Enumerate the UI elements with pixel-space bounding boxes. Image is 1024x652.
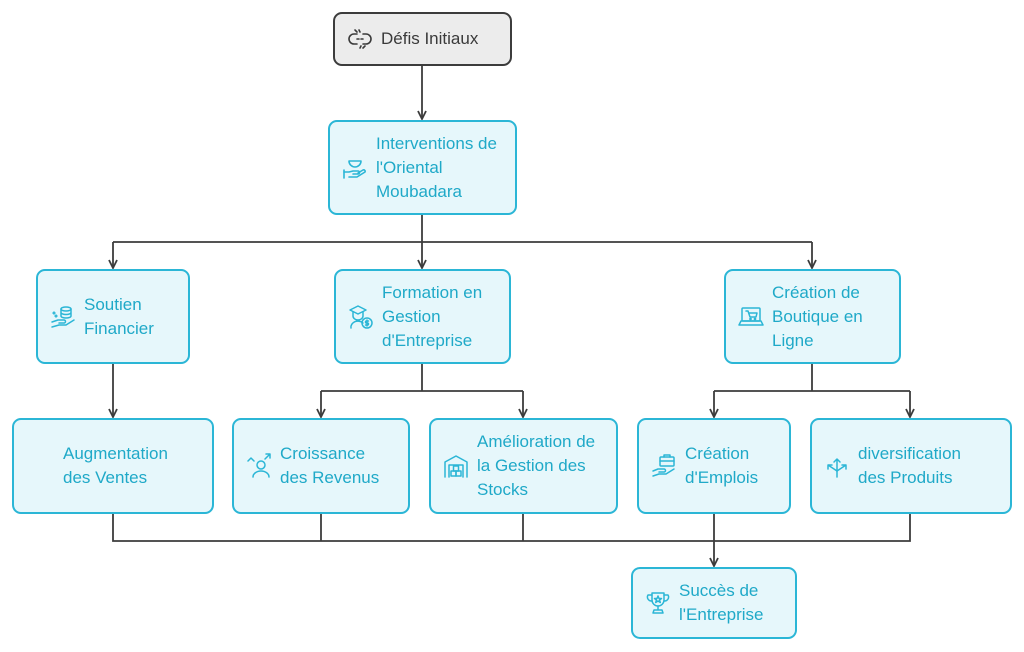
edge-merge-bar: [112, 514, 911, 542]
node-label: Croissance des Revenus: [280, 444, 380, 487]
node-amelioration-stocks[interactable]: Amélioration de la Gestion des Stocks: [429, 418, 618, 514]
coins-hand-icon: [51, 305, 75, 328]
diverging-arrows-icon: [827, 458, 847, 478]
node-diversification-produits[interactable]: diversification des Produits: [810, 418, 1012, 514]
node-label: Formation en Gestion d'Entreprise: [382, 282, 483, 350]
broken-link-icon: [348, 29, 372, 49]
node-soutien-financier[interactable]: Soutien Financier: [36, 269, 190, 364]
hand-briefcase-icon: [652, 454, 675, 477]
node-formation-gestion[interactable]: Formation en Gestion d'Entreprise: [334, 269, 511, 364]
graduate-money-icon: [349, 304, 373, 329]
edge-boutique-branch: [714, 364, 910, 392]
node-label: Création d'Emplois: [685, 444, 759, 487]
node-label: Soutien Financier: [84, 294, 154, 338]
node-creation-emplois[interactable]: Création d'Emplois: [637, 418, 791, 514]
node-augmentation-ventes[interactable]: Augmentation des Ventes: [12, 418, 214, 514]
laptop-cart-icon: [738, 306, 764, 326]
node-label: Création de Boutique en Ligne: [772, 282, 863, 350]
node-succes-entreprise[interactable]: Succès de l'Entreprise: [631, 567, 797, 639]
node-label: Succès de l'Entreprise: [679, 581, 764, 624]
hand-bowl-icon: [343, 159, 366, 179]
warehouse-icon: [444, 455, 468, 478]
node-label: Amélioration de la Gestion des Stocks: [477, 432, 596, 499]
person-growth-icon: [247, 453, 271, 478]
node-label: Augmentation des Ventes: [63, 444, 168, 487]
node-boutique-en-ligne[interactable]: Création de Boutique en Ligne: [724, 269, 901, 364]
node-croissance-revenus[interactable]: Croissance des Revenus: [232, 418, 410, 514]
node-defis-initiaux[interactable]: Défis Initiaux: [333, 12, 512, 66]
trophy-icon: [646, 592, 670, 614]
node-label: Interventions de l'Oriental Moubadara: [376, 133, 497, 201]
node-interventions[interactable]: Interventions de l'Oriental Moubadara: [328, 120, 517, 215]
edge-formation-branch: [321, 364, 523, 392]
node-label: Défis Initiaux: [381, 29, 479, 48]
node-label: diversification des Produits: [858, 444, 961, 487]
